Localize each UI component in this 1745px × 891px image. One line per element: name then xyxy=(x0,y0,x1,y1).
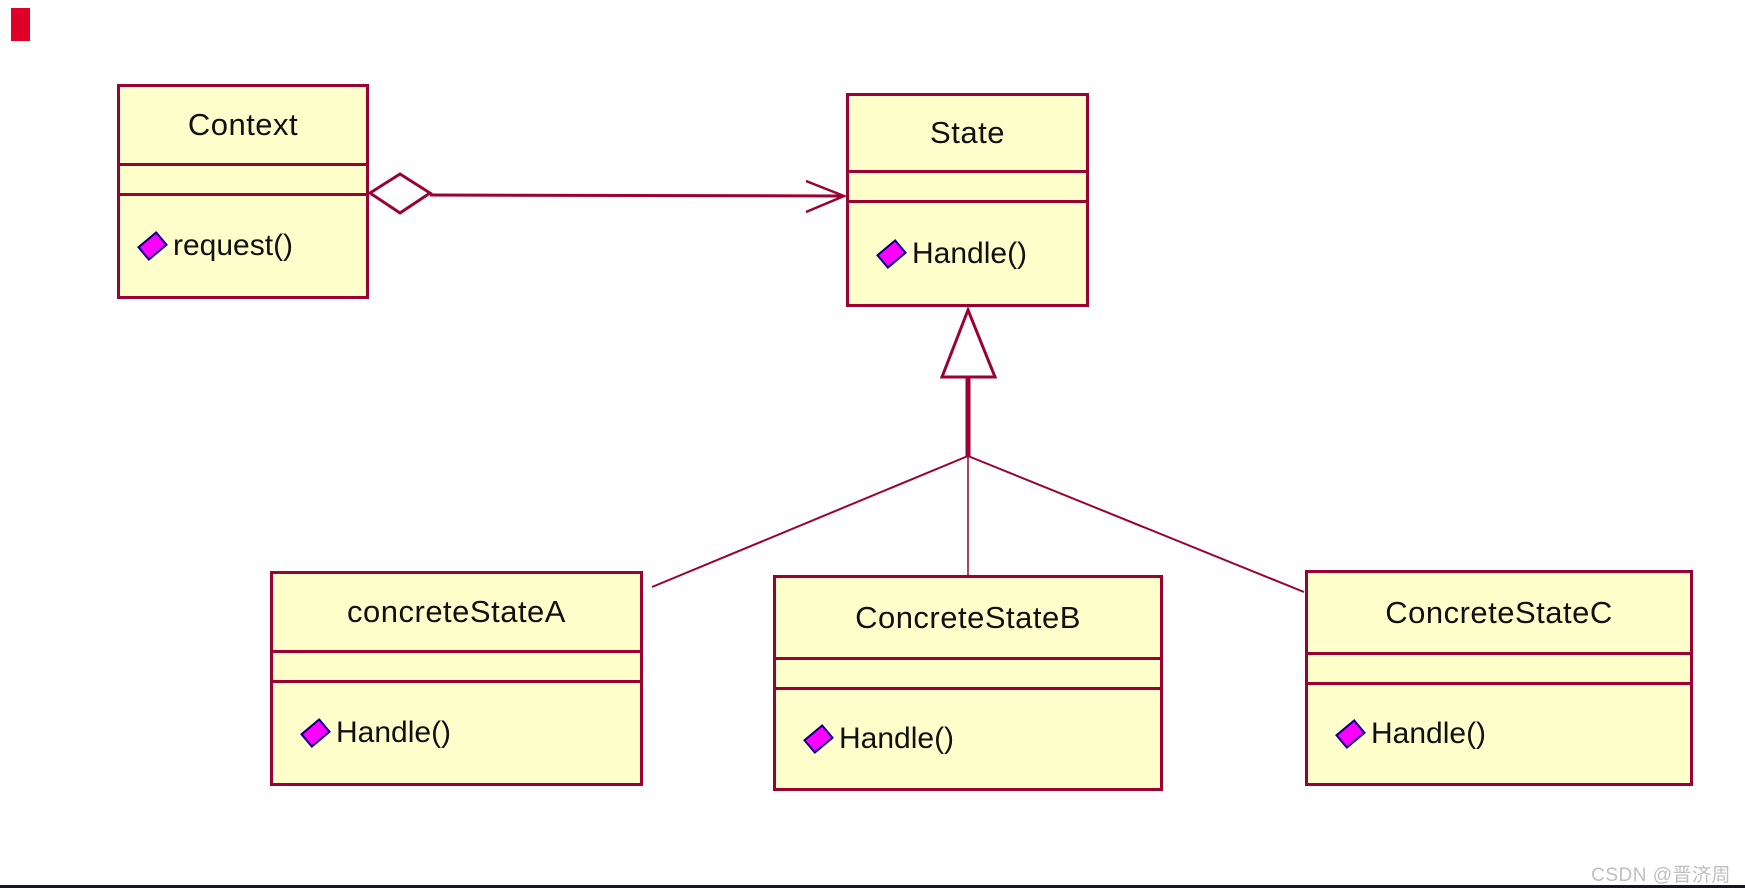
method-label: request() xyxy=(173,229,294,262)
class-title: ConcreteStateC xyxy=(1385,594,1613,630)
attributes-section xyxy=(1308,652,1690,682)
method-icon xyxy=(876,238,907,269)
open-arrowhead xyxy=(805,179,848,214)
class-box-concrete-state-b: ConcreteStateB Handle() xyxy=(773,575,1163,791)
link-to-concrete-state-c xyxy=(967,455,1305,593)
method-icon xyxy=(137,231,168,261)
methods-section: Handle() xyxy=(1308,682,1690,783)
aggregation-line xyxy=(429,193,844,198)
methods-section: Handle() xyxy=(849,200,1086,304)
class-box-concrete-state-a: concreteStateA Handle() xyxy=(270,571,643,786)
csdn-watermark: CSDN @晋济周 xyxy=(1591,865,1731,886)
methods-section: Handle() xyxy=(776,687,1160,788)
method-icon xyxy=(1335,719,1366,749)
methods-section: request() xyxy=(120,193,366,296)
link-to-concrete-state-a xyxy=(651,455,969,588)
red-corner-marker xyxy=(11,8,30,41)
attributes-section xyxy=(776,657,1160,687)
generalization-triangle xyxy=(939,305,998,379)
attributes-section xyxy=(849,170,1086,200)
attributes-section xyxy=(120,163,366,193)
method-label: Handle() xyxy=(912,236,1028,270)
attributes-section xyxy=(273,650,640,680)
bottom-divider-bar xyxy=(0,885,1745,888)
methods-section: Handle() xyxy=(273,680,640,783)
class-box-concrete-state-c: ConcreteStateC Handle() xyxy=(1305,570,1693,786)
class-title: State xyxy=(930,115,1005,150)
aggregation-diamond xyxy=(367,172,433,215)
class-title: ConcreteStateB xyxy=(855,599,1081,635)
method-label: Handle() xyxy=(839,722,955,755)
class-title: Context xyxy=(187,107,299,142)
method-icon xyxy=(803,724,834,754)
class-title: concreteStateA xyxy=(347,594,566,629)
method-label: Handle() xyxy=(1371,717,1487,750)
class-box-context: Context request() xyxy=(117,84,369,299)
method-icon xyxy=(300,718,331,748)
method-label: Handle() xyxy=(336,716,452,749)
class-box-state: State Handle() xyxy=(846,93,1089,307)
